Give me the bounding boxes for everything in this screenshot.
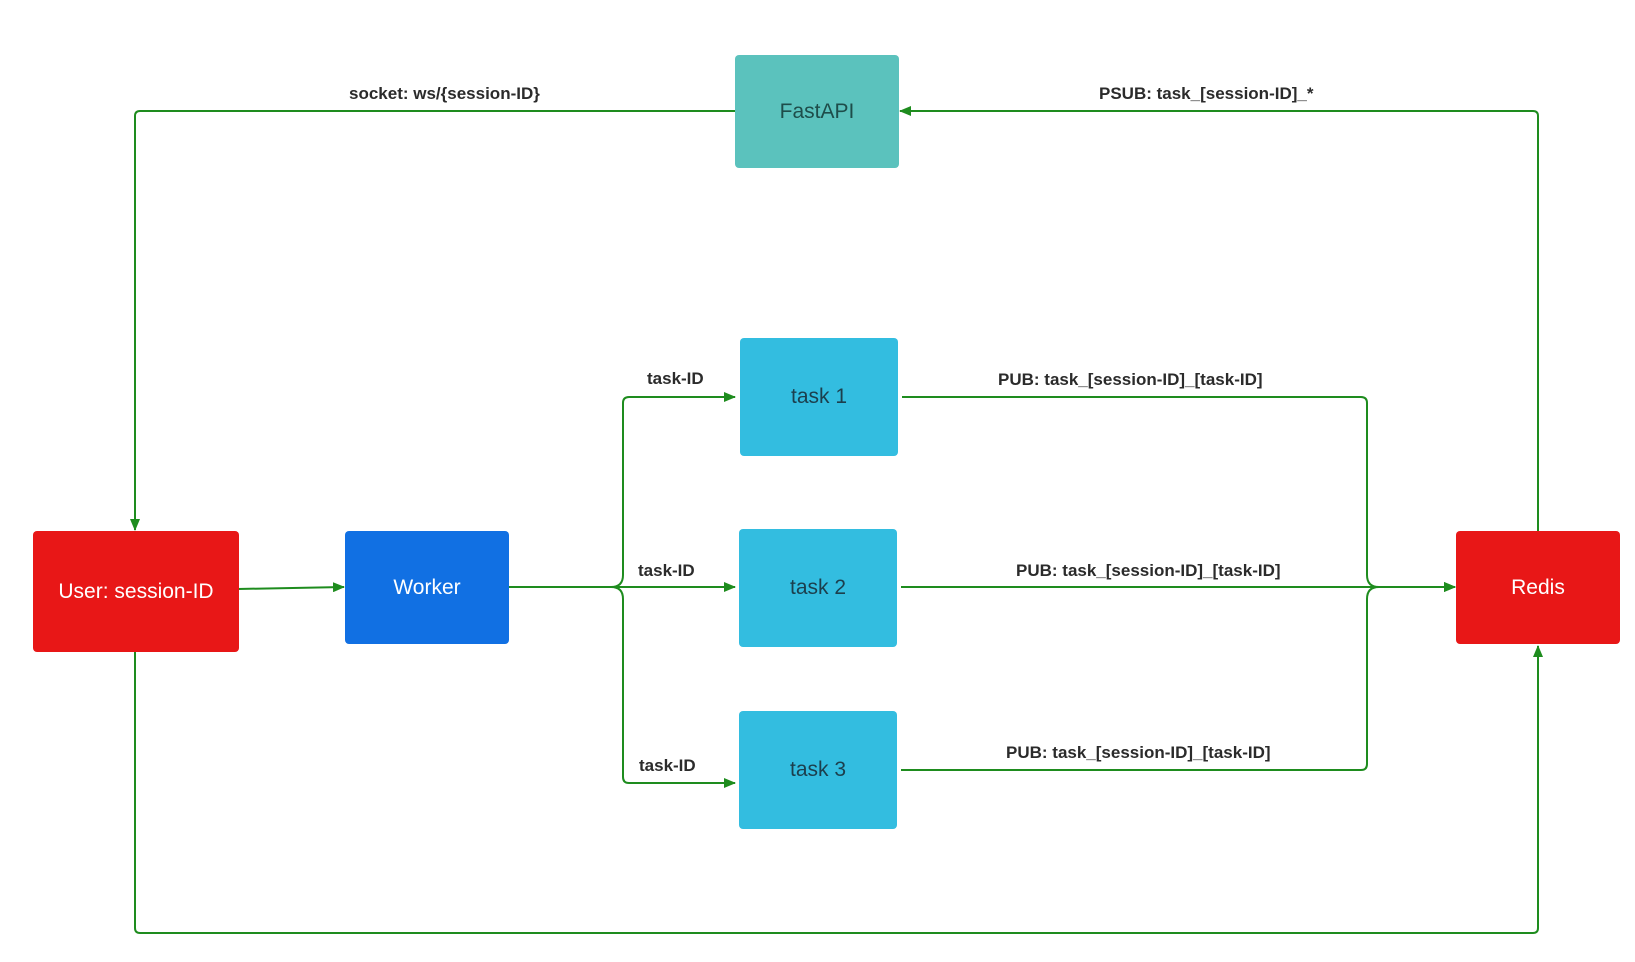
edge-task3-to-redis <box>901 582 1456 771</box>
edge-task1-to-redis <box>902 396 1456 592</box>
edge-fastapi-to-user <box>130 110 735 531</box>
edge-label-worker-to-task2: task-ID <box>638 561 695 580</box>
node-fastapi: FastAPI <box>735 55 899 168</box>
node-task1-label: task 1 <box>790 385 848 408</box>
edge-label-redis-to-fastapi: PSUB: task_[session-ID]_* <box>1099 84 1314 103</box>
edge-label-fastapi-to-user: socket: ws/{session-ID} <box>349 84 540 103</box>
node-worker: Worker <box>345 531 509 644</box>
edge-worker-to-task1 <box>610 392 736 588</box>
edge-label-worker-to-task3: task-ID <box>639 756 696 775</box>
edge-user-to-redis <box>134 645 1543 934</box>
edge-label-task3-to-redis: PUB: task_[session-ID]_[task-ID] <box>1006 743 1271 762</box>
node-task1: task 1 <box>740 338 898 456</box>
node-task3: task 3 <box>739 711 897 829</box>
node-fastapi-label: FastAPI <box>779 99 855 123</box>
node-task3-label: task 3 <box>789 758 847 781</box>
node-task2: task 2 <box>739 529 897 647</box>
node-redis: Redis <box>1456 531 1620 644</box>
node-user: User: session-ID <box>33 531 239 652</box>
edge-user-to-worker <box>237 582 345 593</box>
node-task2-label: task 2 <box>789 576 847 599</box>
edge-redis-to-fastapi <box>899 106 1539 532</box>
edge-label-task1-to-redis: PUB: task_[session-ID]_[task-ID] <box>998 370 1263 389</box>
node-user-label: User: session-ID <box>58 579 214 603</box>
node-worker-label: Worker <box>393 575 461 599</box>
edge-worker-to-task3 <box>610 586 736 788</box>
node-redis-label: Redis <box>1511 575 1565 599</box>
edge-label-worker-to-task1: task-ID <box>647 369 704 388</box>
edge-label-task2-to-redis: PUB: task_[session-ID]_[task-ID] <box>1016 561 1281 580</box>
